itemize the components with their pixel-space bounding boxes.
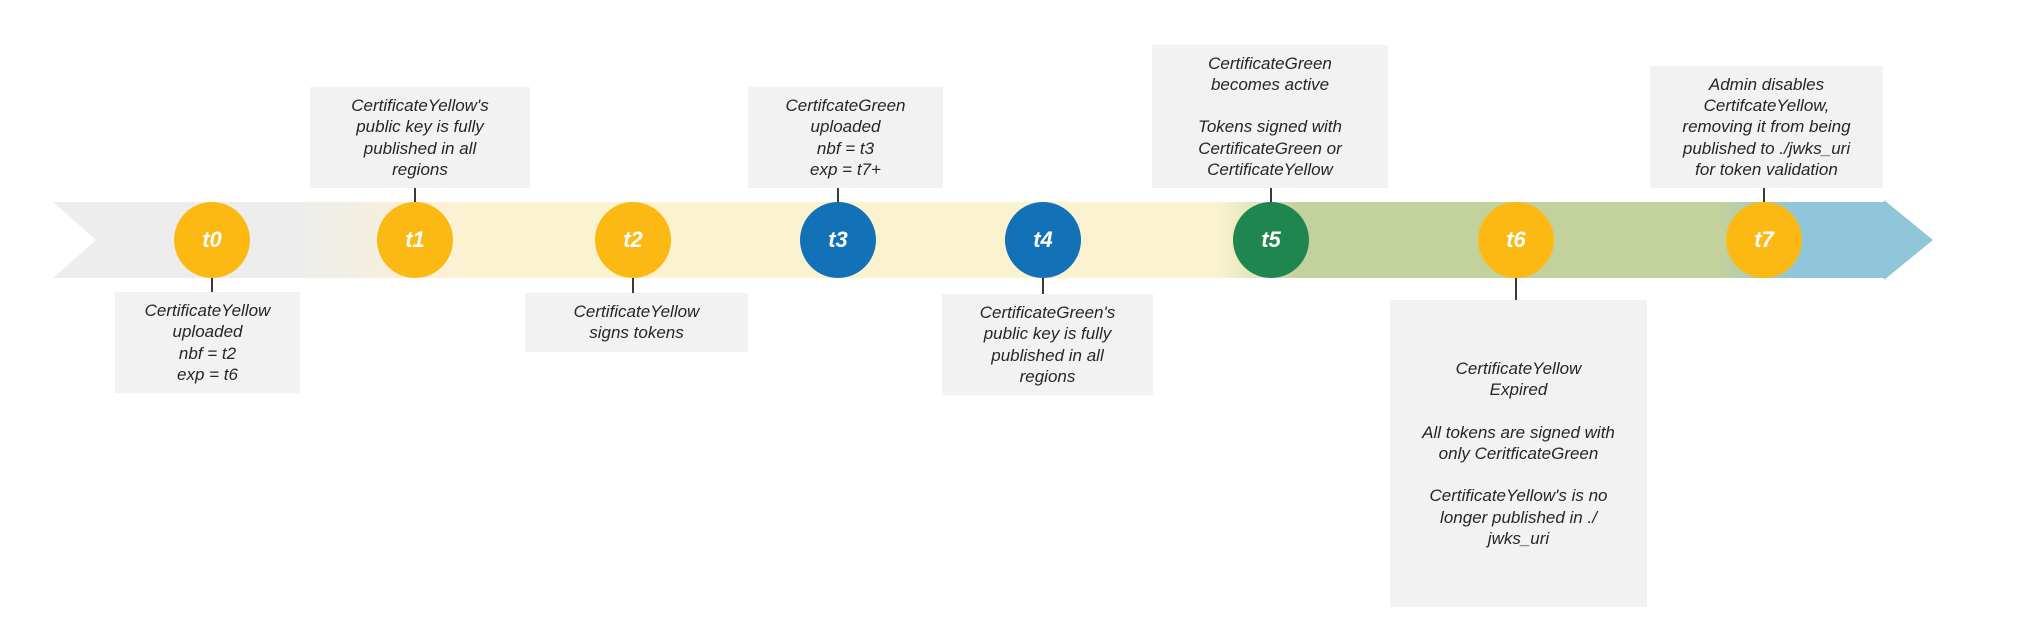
annotation-t0: CertificateYellow uploaded nbf = t2 exp … xyxy=(115,292,300,393)
annotation-t2: CertificateYellow signs tokens xyxy=(525,293,748,352)
milestone-t5: t5 xyxy=(1233,202,1309,278)
milestone-t4: t4 xyxy=(1005,202,1081,278)
annotation-t1: CertificateYellow's public key is fully … xyxy=(310,87,530,188)
annotation-t7: Admin disables CertifcateYellow, removin… xyxy=(1650,65,1883,188)
annotation-t5: CertificateGreen becomes active Tokens s… xyxy=(1152,44,1388,188)
milestone-t2: t2 xyxy=(595,202,671,278)
timeline-band xyxy=(53,202,1885,278)
connector-t1 xyxy=(414,188,416,204)
annotation-t4: CertificateGreen's public key is fully p… xyxy=(942,294,1153,395)
milestone-t3: t3 xyxy=(800,202,876,278)
milestone-t1: t1 xyxy=(377,202,453,278)
milestone-t7: t7 xyxy=(1726,202,1802,278)
milestone-t0: t0 xyxy=(174,202,250,278)
connector-t2 xyxy=(632,277,634,294)
connector-t4 xyxy=(1042,277,1044,294)
timeline-arrowhead-icon xyxy=(1884,200,1933,280)
connector-t7 xyxy=(1763,188,1765,204)
connector-t3 xyxy=(837,188,839,204)
connector-t6 xyxy=(1515,277,1517,301)
connector-t5 xyxy=(1270,188,1272,204)
connector-t0 xyxy=(211,277,213,294)
annotation-t3: CertifcateGreen uploaded nbf = t3 exp = … xyxy=(748,87,943,188)
milestone-t6: t6 xyxy=(1478,202,1554,278)
annotation-t6: CertificateYellow Expired All tokens are… xyxy=(1390,300,1647,607)
